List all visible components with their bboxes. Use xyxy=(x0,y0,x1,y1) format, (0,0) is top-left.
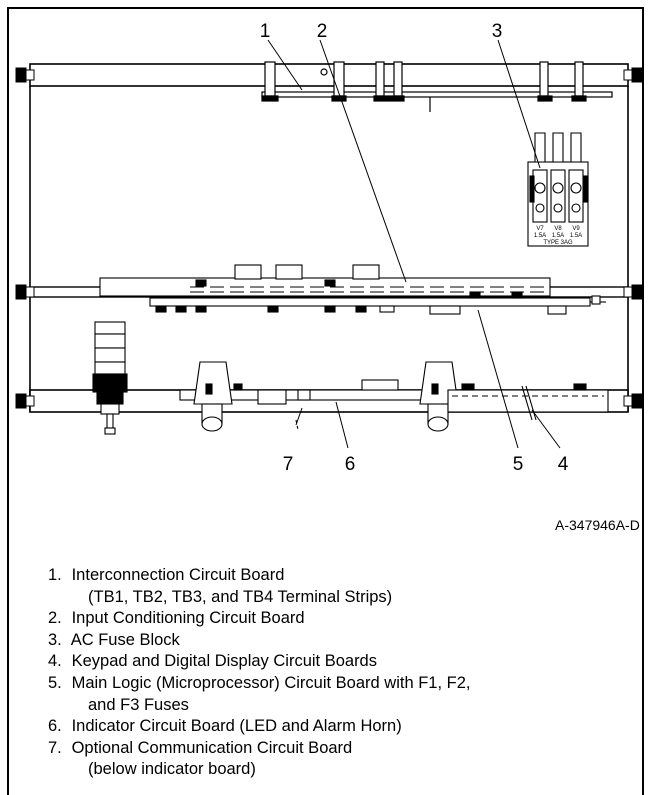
input-conditioning-board xyxy=(99,264,551,297)
legend-text: Interconnection Circuit Board xyxy=(71,566,285,584)
top-rail xyxy=(29,63,629,87)
legend-item: 1. Interconnection Circuit Board (TB1, T… xyxy=(48,565,648,608)
legend-number: 2. xyxy=(48,609,62,628)
mounting-hardware xyxy=(15,67,643,409)
callout-5: 5 xyxy=(513,454,524,475)
callout-4: 4 xyxy=(558,454,569,475)
legend-item: 3. AC Fuse Block xyxy=(48,630,648,652)
drawing-number: A-347946A-D xyxy=(555,517,640,533)
main-logic-board xyxy=(149,279,606,315)
legend-number: 1. xyxy=(48,566,62,584)
legend-item: 5. Main Logic (Microprocessor) Circuit B… xyxy=(48,673,648,716)
legend-continuation: and F3 Fuses xyxy=(88,695,189,714)
indicator-board xyxy=(179,361,459,432)
legend-number: 3. xyxy=(48,630,62,649)
legend-item: 6. Indicator Circuit Board (LED and Alar… xyxy=(48,716,648,738)
keypad-display-board xyxy=(447,383,609,421)
legend-item: 2. Input Conditioning Circuit Board xyxy=(48,608,648,630)
callout-2: 2 xyxy=(317,21,328,42)
fuse-label-rating: 1.5A xyxy=(534,233,546,239)
fuse-label-id: V9 xyxy=(572,226,580,232)
legend-item: 7. Optional Communication Circuit Board … xyxy=(48,738,648,781)
figure-border xyxy=(7,7,644,795)
legend-text: AC Fuse Block xyxy=(70,630,180,649)
fuse-labels: V7 V8 V9 1.5A 1.5A 1.5A TYPE 3AG xyxy=(534,226,582,246)
callout-6: 6 xyxy=(345,454,356,475)
legend-item: 4. Keypad and Digital Display Circuit Bo… xyxy=(48,651,648,673)
legend-number: 7. xyxy=(48,738,62,757)
fuse-label-rating: 1.5A xyxy=(552,233,564,239)
leader-lines xyxy=(267,39,561,449)
callout-7: 7 xyxy=(283,454,294,475)
legend-text: Keypad and Digital Display Circuit Board… xyxy=(71,652,377,671)
fuse-label-id: V8 xyxy=(554,226,562,232)
legend-continuation: (below indicator board) xyxy=(88,760,256,779)
legend-number: 5. xyxy=(48,673,62,692)
legend-number: 4. xyxy=(48,652,62,671)
fuse-label-rating: 1.5A xyxy=(570,233,582,239)
callout-3: 3 xyxy=(492,21,503,42)
callouts: 1 2 3 7 6 5 4 xyxy=(260,21,569,475)
legend-text: Indicator Circuit Board (LED and Alarm H… xyxy=(71,717,402,736)
callout-1: 1 xyxy=(260,21,271,42)
ac-fuse-block xyxy=(527,132,589,247)
interconnection-board xyxy=(261,61,613,112)
legend-text: Input Conditioning Circuit Board xyxy=(71,609,305,628)
legend-number: 6. xyxy=(48,717,62,736)
fuse-type-label: TYPE 3AG xyxy=(543,240,573,246)
legend-text: Main Logic (Microprocessor) Circuit Boar… xyxy=(71,673,471,692)
stack-light xyxy=(92,321,128,435)
legend-continuation: (TB1, TB2, TB3, and TB4 Terminal Strips) xyxy=(88,587,393,606)
fuse-label-id: V7 xyxy=(536,226,544,232)
legend-text: Optional Communication Circuit Board xyxy=(71,738,353,757)
legend-list: 1. Interconnection Circuit Board (TB1, T… xyxy=(48,565,648,781)
